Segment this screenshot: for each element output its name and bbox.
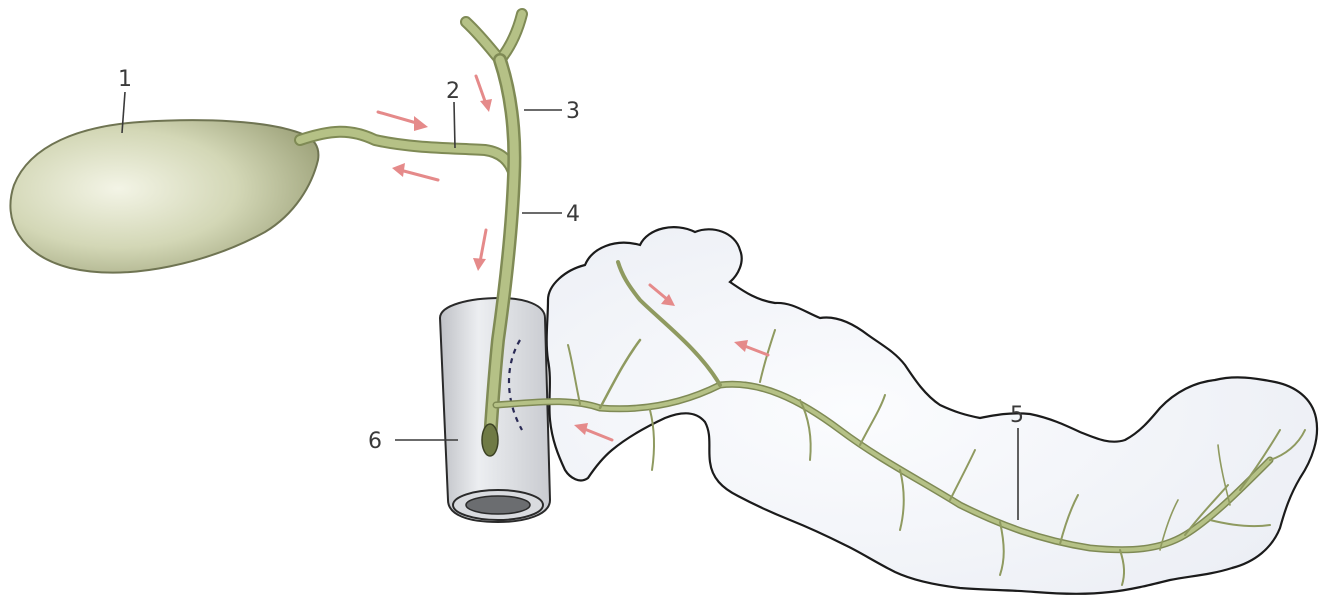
label-5: 5 xyxy=(1010,403,1024,428)
label-2: 2 xyxy=(446,79,460,104)
label-1: 1 xyxy=(118,67,132,92)
label-6: 6 xyxy=(368,429,382,454)
pancreas xyxy=(547,227,1317,594)
label-4: 4 xyxy=(566,202,580,227)
label-3: 3 xyxy=(566,99,580,124)
bile-ducts xyxy=(300,14,522,456)
gallbladder xyxy=(10,120,318,272)
